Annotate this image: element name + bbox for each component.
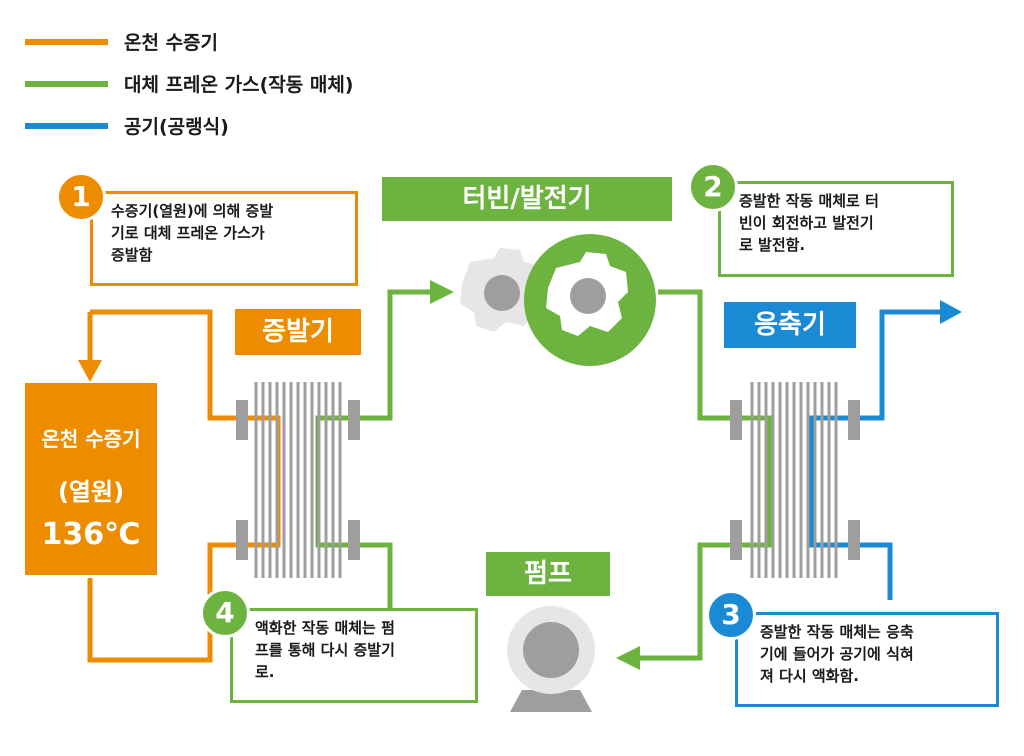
- condenser-clamp-tr: [848, 400, 860, 440]
- heat-source-subtitle: (열원): [57, 478, 125, 506]
- heat-source-name: 온천 수증기: [41, 427, 141, 451]
- condenser-clamp-bl: [730, 520, 742, 560]
- condenser-exchanger: [730, 382, 860, 578]
- evaporator-clamp-bl: [236, 520, 248, 560]
- legend: 온천 수증기 대체 프레온 가스(작동 매체) 공기(공랭식): [25, 32, 354, 138]
- step-1-note: 수증기(열원)에 의해 증발 기로 대체 프레온 가스가 증발함: [90, 191, 358, 286]
- step-2-badge: 2: [688, 162, 738, 212]
- evaporator-exchanger: [236, 382, 360, 578]
- condenser-label: 응축기: [724, 302, 856, 348]
- step-3-line-3: 져 다시 액화함.: [760, 667, 859, 685]
- step-1-line-1: 수증기(열원)에 의해 증발: [111, 202, 274, 220]
- evaporator-clamp-tl: [236, 400, 248, 440]
- generator-gear-hub: [484, 275, 520, 311]
- step-2-line-3: 로 발전함.: [739, 236, 806, 254]
- pump-base: [510, 690, 592, 712]
- turbine-icon: [460, 234, 656, 366]
- evaporator-plates: [254, 382, 342, 578]
- turbine-label: 터빈/발전기: [382, 177, 672, 221]
- evaporator-label: 증발기: [235, 309, 361, 355]
- step-3-line-1: 증발한 작동 매체는 응축: [760, 623, 914, 641]
- legend-label-air: 공기(공랭식): [124, 116, 229, 138]
- pump-label: 펌프: [486, 552, 610, 596]
- evaporator-clamp-br: [348, 520, 360, 560]
- step-1-badge: 1: [56, 172, 106, 222]
- heat-source-temperature: 136℃: [41, 517, 141, 552]
- step-4-line-3: 로.: [255, 663, 275, 681]
- air-loop: [809, 309, 940, 600]
- step-1-line-2: 기로 대체 프레온 가스가: [111, 224, 265, 242]
- step-4-line-2: 프를 통해 다시 증발기: [255, 641, 395, 659]
- legend-label-working-fluid: 대체 프레온 가스(작동 매체): [124, 74, 354, 96]
- air-arrow-out: [940, 300, 962, 324]
- step-3-badge: 3: [706, 590, 756, 640]
- step-2-line-2: 빈이 회전하고 발전기: [739, 214, 874, 232]
- step-3-note: 증발한 작동 매체는 응축 기에 들어가 공기에 식혀 져 다시 액화함.: [735, 612, 999, 707]
- fluid-arrow-to-turbine: [430, 280, 454, 304]
- condenser-plates: [750, 382, 838, 578]
- step-2-line-1: 증발한 작동 매체로 터: [739, 192, 879, 210]
- turbine-gear-hub: [570, 278, 606, 314]
- pump-impeller: [523, 622, 579, 678]
- heat-source-box: 온천 수증기 (열원) 136℃: [25, 383, 157, 575]
- step-2-note: 증발한 작동 매체로 터 빈이 회전하고 발전기 로 발전함.: [718, 181, 954, 277]
- step-4-line-1: 액화한 작동 매체는 펌: [255, 619, 395, 637]
- condenser-clamp-tl: [730, 400, 742, 440]
- fluid-pipe-condenser: [640, 289, 773, 661]
- fluid-arrow-to-pump: [616, 646, 640, 670]
- air-pipe: [809, 309, 940, 600]
- step-3-line-2: 기에 들어가 공기에 식혀: [760, 645, 914, 663]
- steam-arrow-down: [78, 360, 102, 382]
- step-1-line-3: 증발함: [111, 246, 153, 264]
- step-4-badge: 4: [200, 588, 250, 638]
- step-4-note: 액화한 작동 매체는 펌 프를 통해 다시 증발기 로.: [230, 608, 478, 703]
- legend-label-steam: 온천 수증기: [124, 32, 218, 54]
- evaporator-clamp-tr: [348, 400, 360, 440]
- condenser-clamp-br: [848, 520, 860, 560]
- pump-icon: [507, 606, 595, 712]
